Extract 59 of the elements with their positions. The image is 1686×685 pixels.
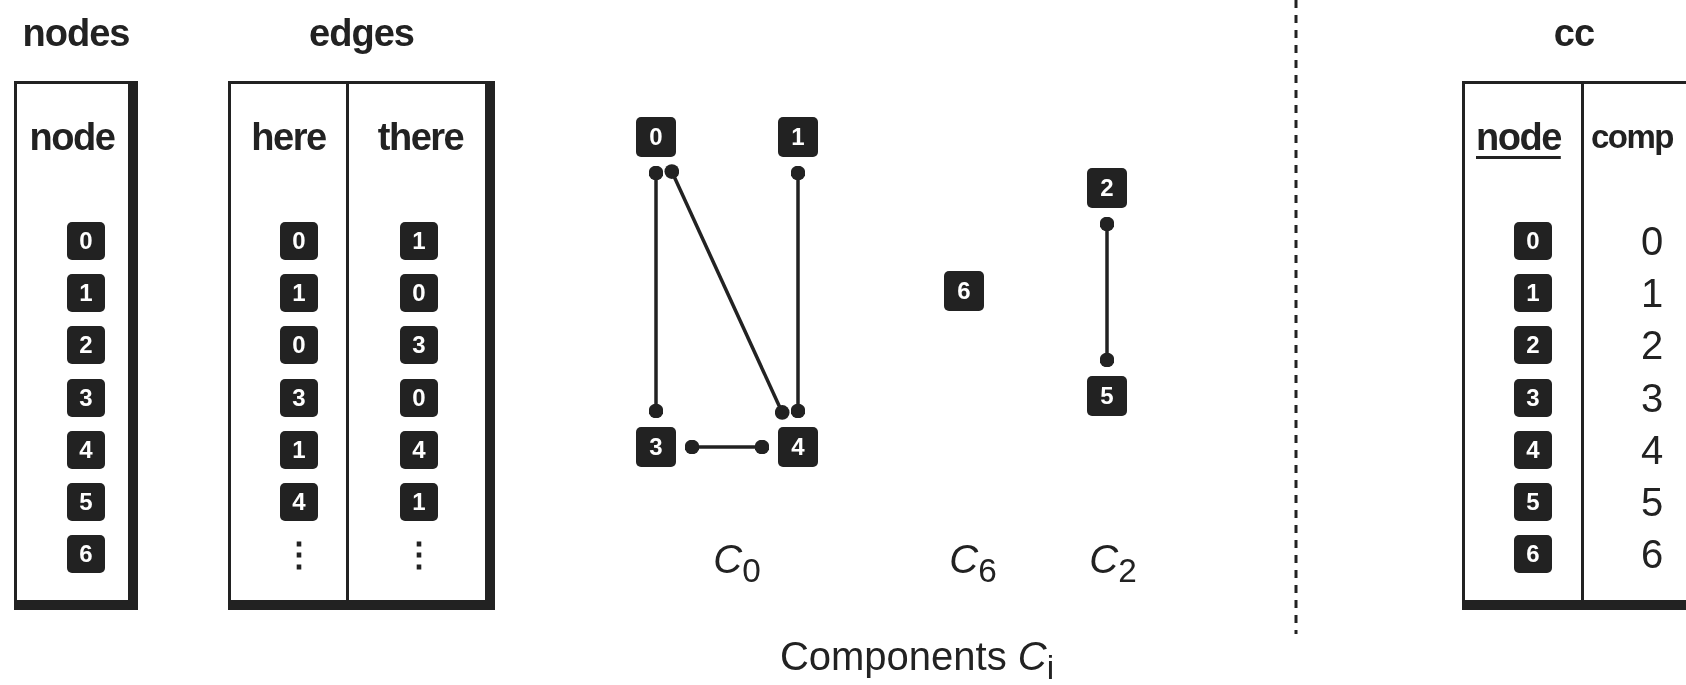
- cell-value: 0: [1639, 218, 1665, 265]
- column-header: comp: [1591, 117, 1673, 157]
- cell-value: 4: [1639, 426, 1665, 474]
- edge-line: [684, 439, 770, 455]
- node-badge: 6: [67, 535, 105, 574]
- component-label: C$_{0}$: [712, 536, 762, 584]
- node-badge: 3: [400, 326, 438, 365]
- graph-node: 4: [778, 427, 818, 467]
- node-badge: 4: [67, 430, 105, 469]
- node-badge: 0: [400, 274, 438, 313]
- node-badge: 3: [67, 378, 105, 417]
- node-badge: 4: [280, 483, 318, 521]
- component-label: C$_{6}$: [948, 536, 998, 584]
- graph-node: 6: [944, 271, 984, 311]
- graph-node: 2: [1087, 168, 1127, 208]
- graph-node: 3: [636, 427, 676, 467]
- node-badge: 2: [1514, 326, 1552, 365]
- edge-line: [790, 165, 806, 419]
- edge-line: [648, 165, 664, 419]
- table-title: nodes: [21, 11, 131, 56]
- graph-node: 1: [778, 117, 818, 157]
- cell-value: 3: [1639, 374, 1665, 422]
- table-title: cc: [1552, 11, 1596, 56]
- edge-line: [1099, 216, 1115, 368]
- cell-value: 2: [1639, 322, 1665, 370]
- ellipsis-mark: ⋮: [401, 534, 437, 576]
- caption: Components C$_{i}$: [778, 633, 1056, 681]
- column-header: there: [376, 115, 465, 160]
- node-badge: 1: [67, 274, 105, 313]
- node-badge: 4: [1514, 430, 1552, 469]
- node-badge: 0: [1514, 222, 1552, 260]
- node-badge: 0: [280, 222, 318, 260]
- node-badge: 6: [1514, 535, 1552, 574]
- node-badge: 1: [280, 274, 318, 313]
- edge-line: [664, 164, 790, 420]
- node-badge: 5: [67, 483, 105, 521]
- graph-node: 0: [636, 117, 676, 157]
- ellipsis-mark: ⋮: [281, 534, 317, 576]
- column-header: node: [1476, 115, 1561, 160]
- column-header: node: [28, 115, 116, 160]
- table-title: edges: [308, 11, 415, 56]
- node-badge: 0: [400, 378, 438, 417]
- node-badge: 3: [280, 378, 318, 417]
- node-badge: 0: [67, 222, 105, 260]
- node-badge: 1: [400, 483, 438, 521]
- node-badge: 4: [400, 430, 438, 469]
- node-badge: 2: [67, 326, 105, 365]
- cell-value: 6: [1639, 531, 1665, 579]
- node-badge: 1: [1514, 274, 1552, 313]
- node-badge: 3: [1514, 378, 1552, 417]
- cell-value: 1: [1639, 270, 1665, 318]
- node-badge: 0: [280, 326, 318, 365]
- column-header: here: [250, 115, 327, 160]
- node-badge: 1: [280, 430, 318, 469]
- graph-node: 5: [1087, 376, 1127, 416]
- node-badge: 1: [400, 222, 438, 260]
- cell-value: 5: [1639, 479, 1665, 526]
- component-label: C$_{2}$: [1088, 536, 1138, 584]
- node-badge: 5: [1514, 483, 1552, 521]
